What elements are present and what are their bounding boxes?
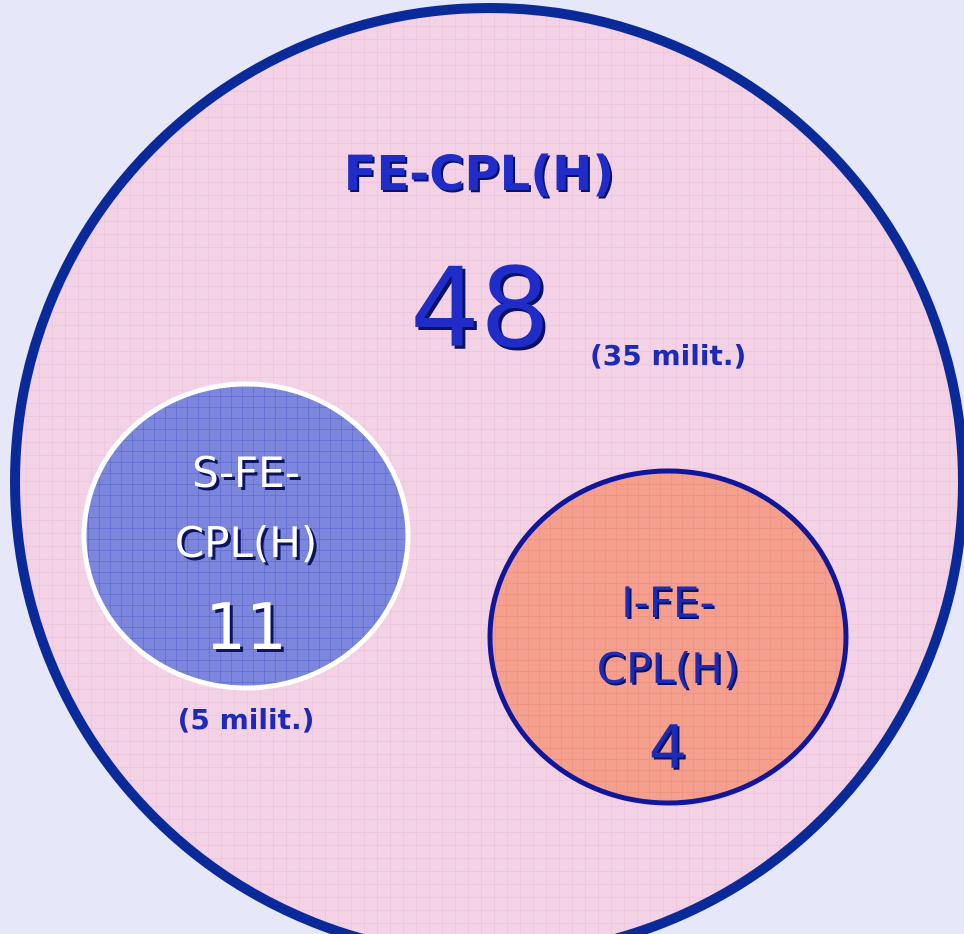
outer-note: (35 milit.) [590, 339, 747, 372]
ife-line2: CPL(H) [596, 644, 740, 693]
ife-circle [487, 468, 849, 806]
sfe-count: 11 [205, 591, 287, 665]
sfe-note: (5 milit.) [177, 703, 315, 736]
ife-count: 4 [648, 713, 688, 783]
outer-title: FE-CPL(H) [343, 146, 615, 202]
sfe-line2: CPL(H) [174, 518, 318, 567]
sfe-circle [81, 381, 411, 691]
ife-line1: I-FE- [621, 578, 715, 627]
outer-count: 48 [410, 244, 550, 372]
sfe-line1: S-FE- [192, 448, 300, 497]
